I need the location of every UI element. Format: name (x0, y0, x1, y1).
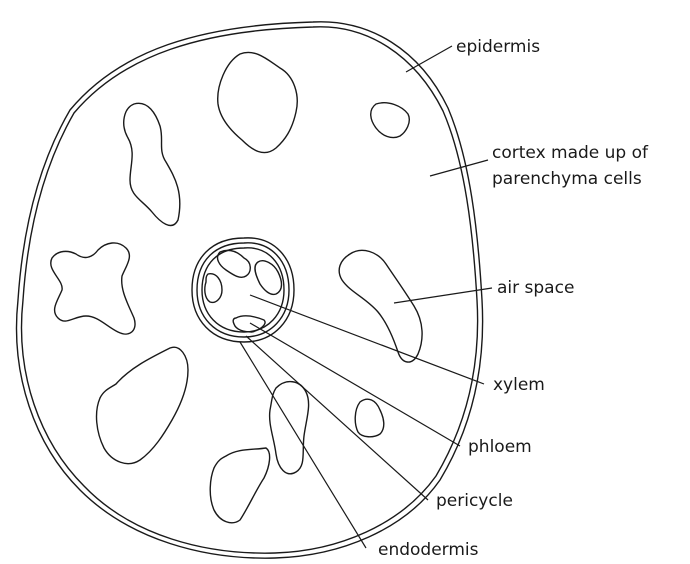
leader-lines (240, 46, 492, 548)
phloem-shape (205, 274, 222, 303)
leader-endodermis (240, 342, 366, 548)
air-space-shape (97, 347, 188, 463)
label-cortex-line2: parenchyma cells (492, 169, 642, 189)
air-space-shape (124, 103, 180, 225)
vascular-cylinder (192, 238, 294, 342)
stele-boundary (202, 248, 284, 332)
air-space-shape (210, 448, 269, 523)
epidermis-outline (17, 22, 483, 558)
label-cortex-line1: cortex made up of (492, 143, 649, 163)
air-spaces (51, 52, 422, 522)
air-space-shape (371, 103, 410, 138)
endodermis-ring (192, 238, 294, 342)
label-phloem: phloem (468, 437, 532, 457)
air-space-shape (270, 382, 309, 474)
label-xylem: xylem (493, 375, 545, 395)
phloem-shape (218, 250, 251, 277)
phloem-shape (255, 261, 282, 295)
air-space-shape (355, 399, 384, 437)
leader-pericycle (246, 336, 428, 500)
air-space-shape (51, 243, 135, 334)
label-epidermis: epidermis (456, 37, 540, 57)
label-air-space: air space (497, 278, 574, 298)
air-space-shape (218, 52, 297, 152)
label-endodermis: endodermis (378, 540, 479, 560)
label-pericycle: pericycle (436, 491, 513, 511)
labels: epidermis cortex made up of parenchyma c… (378, 37, 649, 560)
